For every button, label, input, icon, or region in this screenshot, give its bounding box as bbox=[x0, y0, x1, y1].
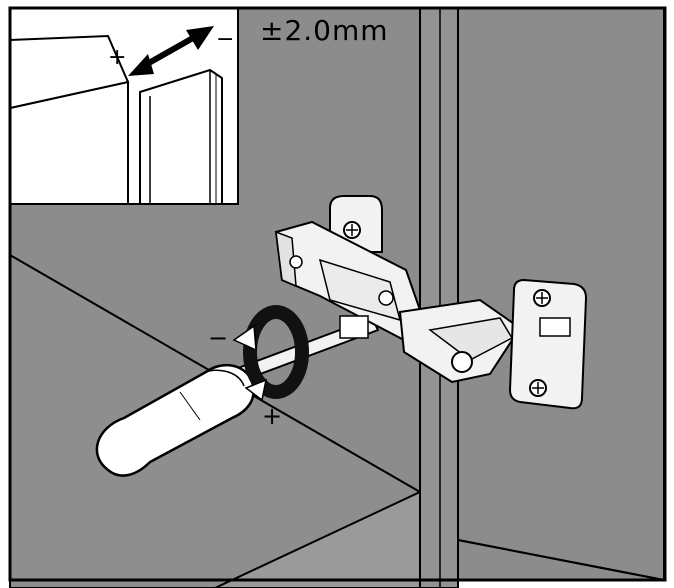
adjust-screw-icon bbox=[289, 255, 303, 269]
rotation-plus-label: + bbox=[262, 402, 282, 430]
rotation-arrow-icon bbox=[232, 305, 309, 402]
double-arrow-icon bbox=[128, 26, 214, 76]
inset-minus-label: − bbox=[216, 27, 234, 52]
rotation-minus-label: − bbox=[208, 324, 228, 352]
adjustment-range-label: ±2.0mm bbox=[260, 14, 389, 47]
hinge bbox=[274, 195, 588, 410]
inset-plus-label: + bbox=[108, 45, 126, 70]
inset-door-adjustment: + − bbox=[9, 7, 239, 205]
diagram-frame bbox=[8, 6, 667, 582]
